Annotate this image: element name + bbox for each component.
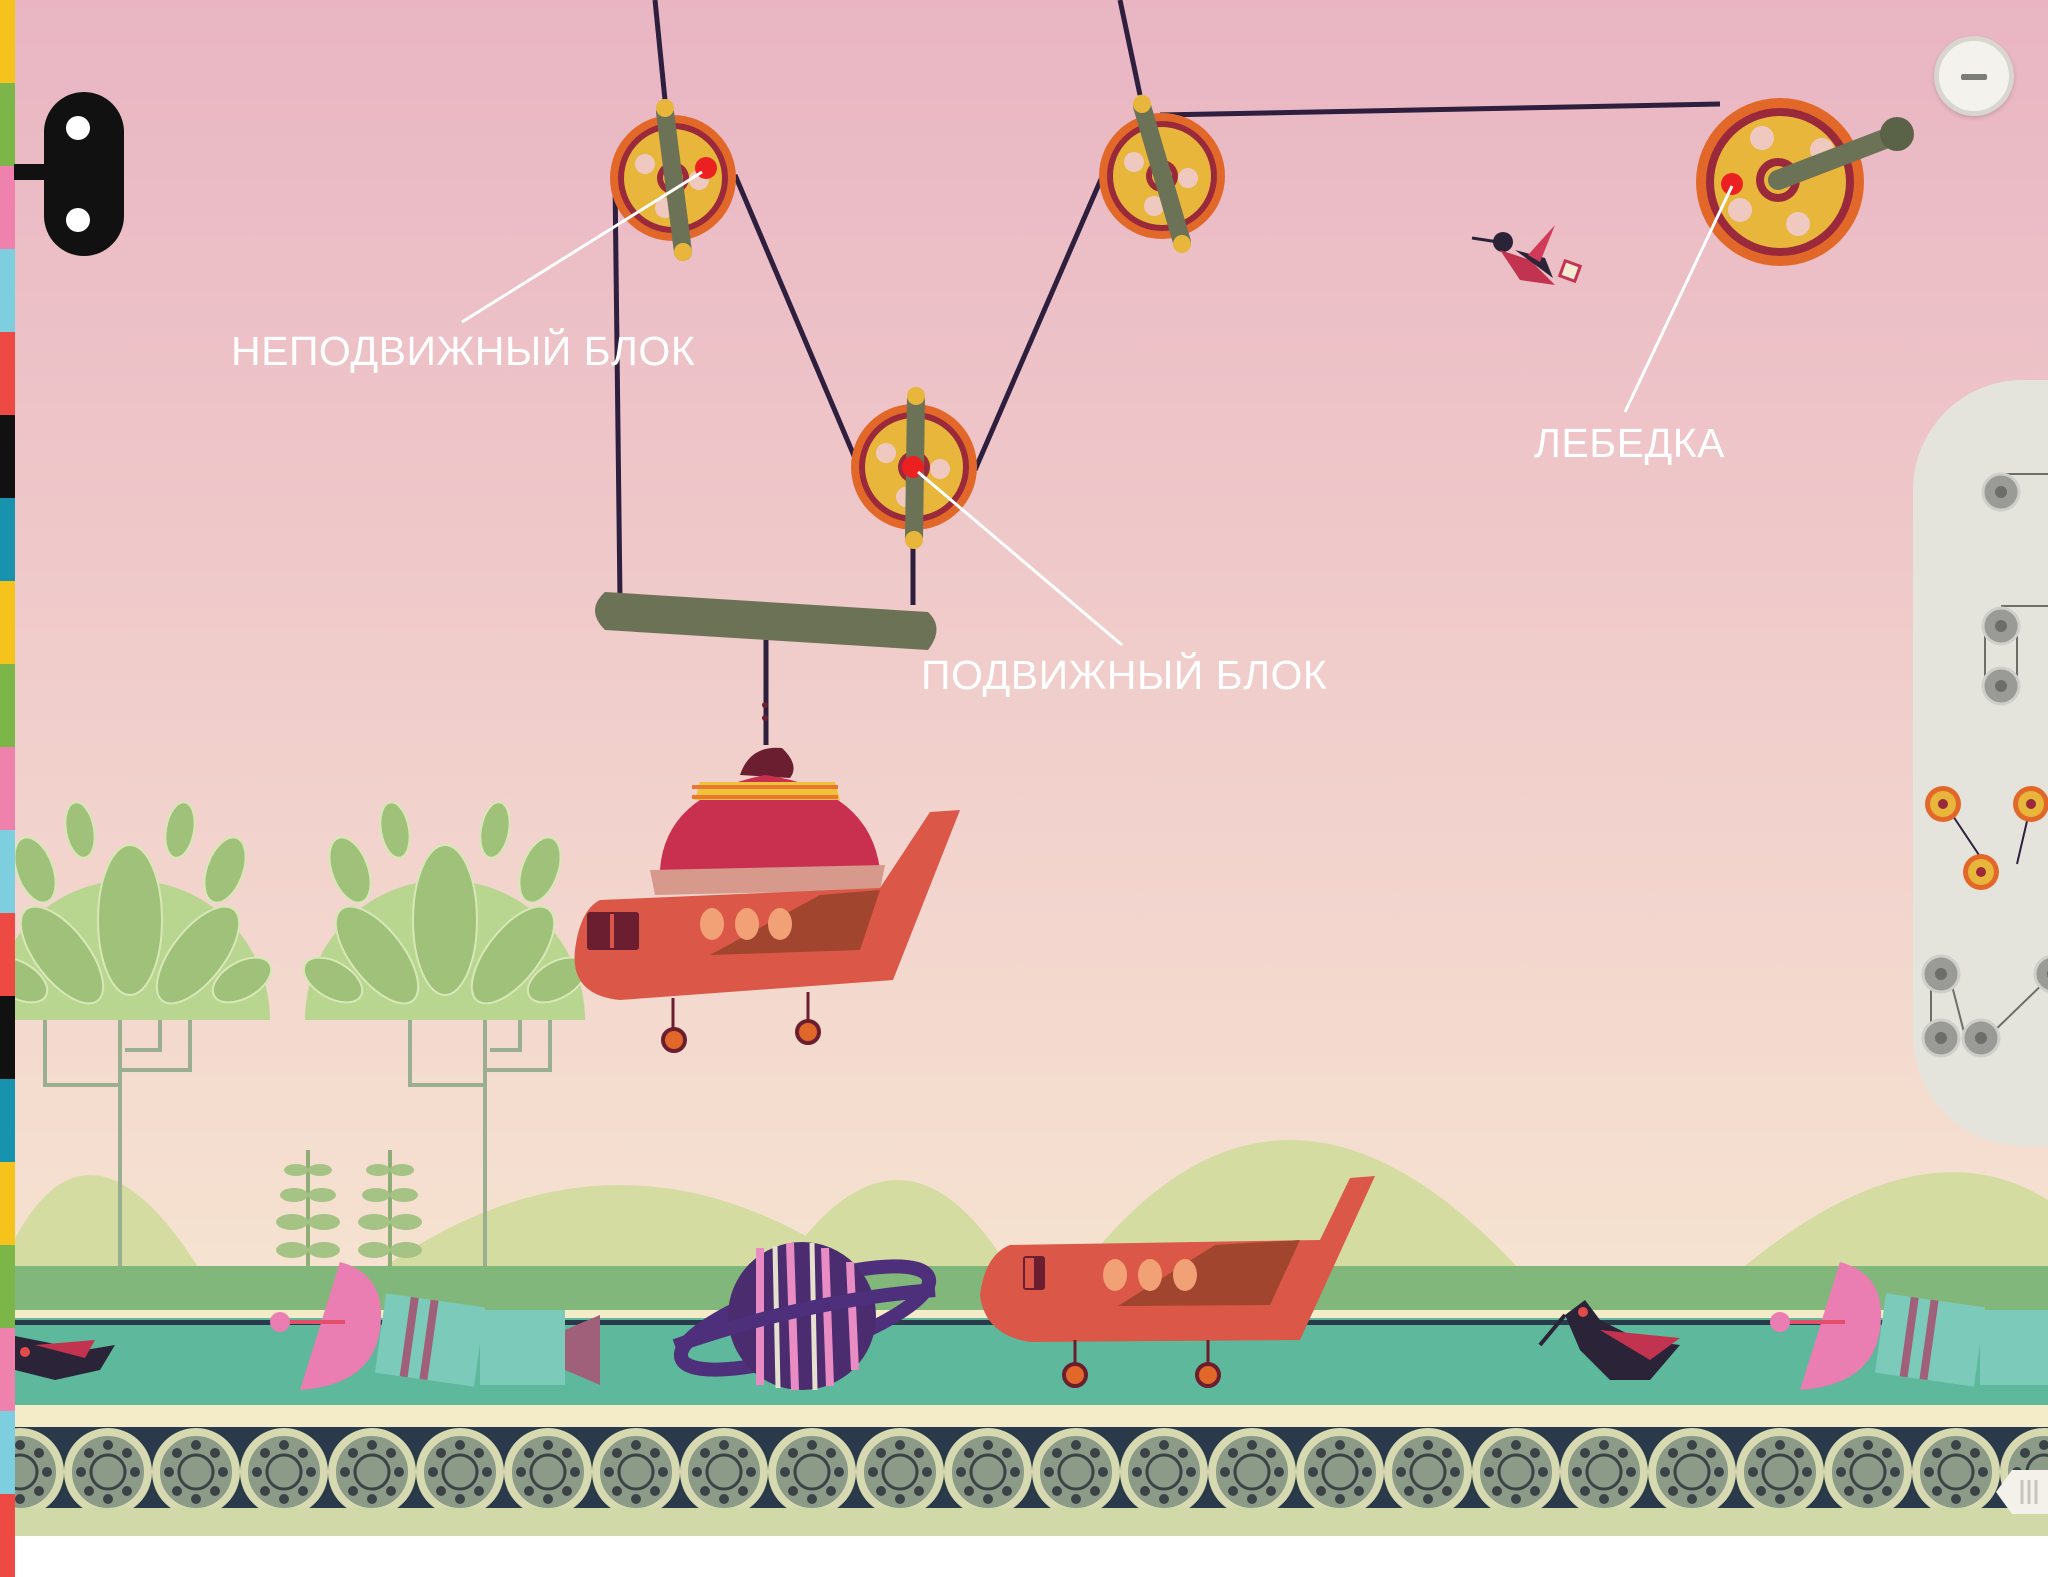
stripe-segment — [0, 581, 15, 664]
planet-ball — [672, 1242, 937, 1391]
stripe-segment — [0, 664, 15, 747]
pulley-palette — [1913, 380, 2048, 1146]
stripe-segment — [0, 83, 15, 166]
plane-on-road — [980, 1176, 1375, 1388]
scroll-handle[interactable] — [1996, 1470, 2048, 1514]
stripe-segment — [0, 332, 15, 415]
fixed-pulley-2[interactable] — [1099, 95, 1225, 253]
stripe-segment — [0, 1328, 15, 1411]
bird-on-road-left — [10, 1335, 115, 1380]
stripe-segment — [0, 1162, 15, 1245]
tree-left — [0, 798, 280, 1270]
stripe-segment — [0, 415, 15, 498]
stripe-segment — [0, 913, 15, 996]
stripe-segment — [0, 747, 15, 830]
stripe-segment — [0, 1245, 15, 1328]
stripe-segment — [0, 166, 15, 249]
stripe-segment — [0, 1411, 15, 1494]
zoom-out-button[interactable] — [1934, 36, 2014, 116]
stripe-segment — [0, 996, 15, 1079]
tree-right — [295, 798, 595, 1270]
callout-lines — [461, 170, 1734, 647]
palette-single-pulley[interactable] — [1933, 470, 2048, 520]
palette-double-pulley[interactable] — [1933, 602, 2048, 712]
hanging-airplane[interactable] — [574, 702, 960, 1053]
movable-pulley-label: ПОДВИЖНЫЙ БЛОК — [921, 652, 1328, 698]
palette-triple-pulley[interactable] — [1913, 780, 2048, 890]
game-scene — [0, 0, 2048, 1536]
stripe-segment — [0, 830, 15, 913]
bird-on-road-right — [1538, 1300, 1680, 1380]
winch[interactable] — [1696, 98, 1914, 266]
winch-label: ЛЕБЕДКА — [1534, 420, 1726, 466]
rope — [612, 0, 1721, 745]
minus-icon — [1961, 74, 1987, 80]
wind-up-key-icon[interactable] — [14, 92, 124, 256]
movable-pulley[interactable] — [851, 387, 977, 549]
fixed-pulley[interactable] — [610, 99, 736, 261]
background-hills — [0, 1140, 2048, 1270]
rocket-left — [270, 1262, 600, 1390]
side-color-stripe — [0, 0, 15, 1577]
rocket-right — [1770, 1262, 2048, 1390]
hummingbird — [1471, 225, 1583, 285]
palette-four-pulley[interactable] — [1913, 950, 2048, 1070]
plant-sprouts — [276, 1150, 422, 1270]
stripe-segment — [0, 249, 15, 332]
stripe-segment — [0, 0, 15, 83]
fixed-pulley-label: НЕПОДВИЖНЫЙ БЛОК — [231, 328, 696, 374]
stripe-segment — [0, 1079, 15, 1162]
hanging-bar — [595, 592, 937, 650]
stripe-segment — [0, 498, 15, 581]
